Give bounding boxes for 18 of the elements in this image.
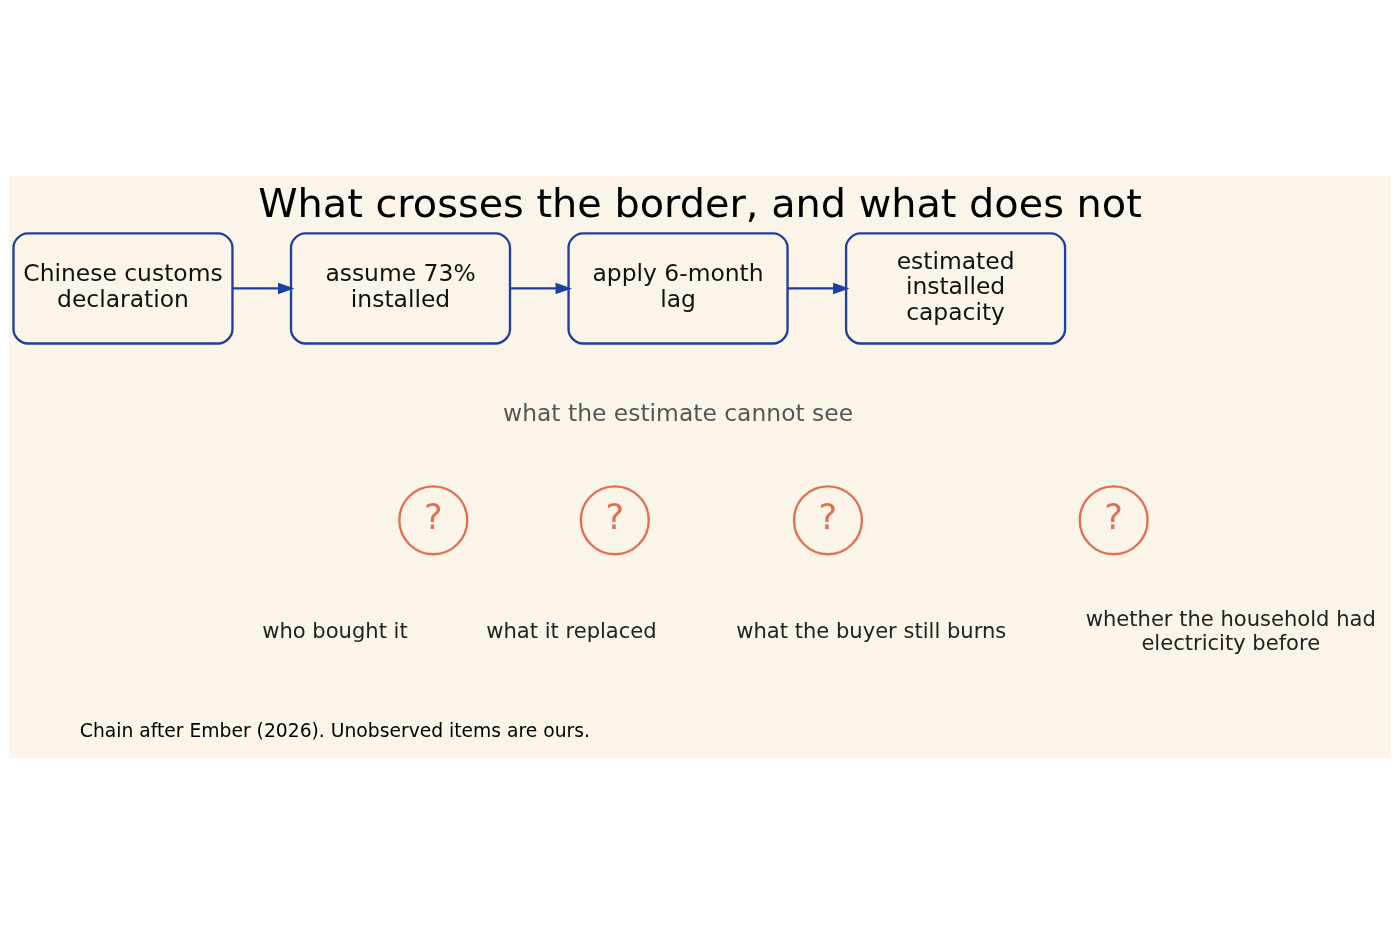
arrow [787,282,850,294]
node-circle: ? [398,484,469,555]
label: what the estimate cannot see [503,398,854,427]
node-box: estimated installed capacity [844,231,1067,345]
node-box: assume 73% installed [289,231,512,345]
arrow [232,282,295,294]
node-label: who bought it [262,617,408,643]
node-label: what it replaced [486,617,657,643]
node-circle: ? [579,484,650,555]
diagram-title: What crosses the border, and what does not [258,179,1142,226]
node-box: Chinese customs declaration [12,231,234,345]
node-circle: ? [1078,484,1149,555]
node-label: what the buyer still burns [736,617,1007,643]
node-circle: ? [792,484,864,555]
node-box: apply 6-month lag [567,231,789,345]
caption: Chain after Ember (2026). Unobserved items are ours. [79,719,590,741]
arrow [510,282,572,294]
node-label: whether the household had electricity before [1085,605,1376,655]
